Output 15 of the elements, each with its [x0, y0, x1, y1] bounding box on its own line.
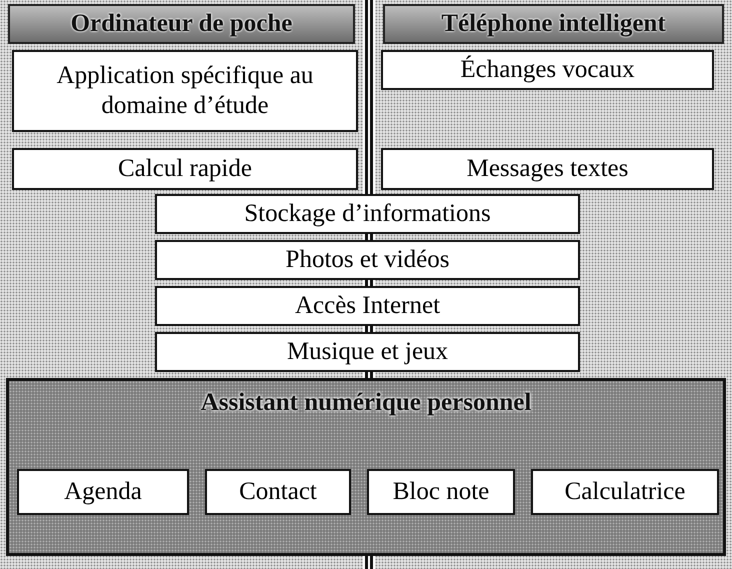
panel-heading: Téléphone intelligent	[383, 4, 724, 44]
feature-box: Photos et vidéos	[155, 240, 580, 280]
feature-box: Contact	[205, 469, 351, 515]
feature-box: Messages textes	[381, 148, 714, 190]
panel-heading: Ordinateur de poche	[8, 4, 355, 44]
feature-box: Échanges vocaux	[381, 50, 714, 90]
feature-box: Stockage d’informations	[155, 194, 580, 234]
feature-box: Calcul rapide	[12, 148, 358, 190]
feature-box: Musique et jeux	[155, 332, 580, 372]
feature-box: Calculatrice	[531, 469, 719, 515]
feature-box: Bloc note	[367, 469, 515, 515]
feature-box: Application spécifique au domaine d’étude	[12, 50, 358, 132]
feature-box: Accès Internet	[155, 286, 580, 326]
feature-box: Agenda	[17, 469, 189, 515]
band-heading: Assistant numérique personnel	[200, 389, 532, 417]
